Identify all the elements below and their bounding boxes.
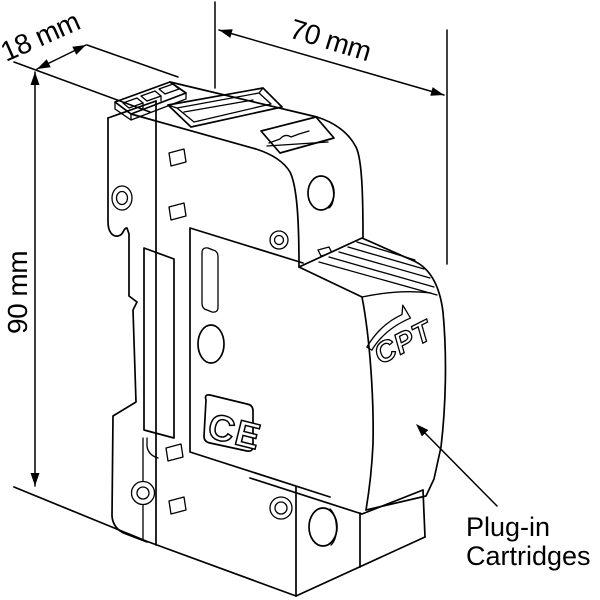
label-circle [197,324,225,364]
grille-window-2 [140,90,162,102]
din-slider-strip [143,247,175,439]
cpt-logo-swoosh [366,304,412,351]
dim90-arrowhead-top [30,72,40,85]
grille-window-3 [158,83,180,95]
plate-screw-hole-bottom-inner [136,486,150,500]
ce-plate [203,394,254,452]
top-slot-wavy-line [268,130,310,144]
callout-plug-in-cartridges: Plug-in Cartridges [416,424,591,571]
top-face [130,81,364,268]
ce-mark-text: CE [204,405,266,458]
label-panel-edges [189,227,331,498]
base-top-right-edge [361,489,424,515]
bottom-left-edge [13,486,297,597]
plate-screw-hole-bottom [130,480,156,506]
cartridge-rib-1 [356,241,416,261]
front-mark-1 [168,148,187,167]
dim90-arrowhead-bottom [30,473,40,486]
base-side-hole [308,507,338,547]
terminal-opening-inner [167,87,272,123]
callout-label-line2: Cartridges [466,541,591,571]
cartridge-rib-5 [318,261,438,296]
label-slot [201,247,219,313]
dim18-extension-line-b [86,44,179,78]
dimension-18mm: 18 mm [0,5,179,113]
din-rail-plate [107,100,157,546]
top-slot-inner-edge [266,141,329,147]
base-top-edge [249,477,363,515]
front-screw-upper [269,230,289,250]
dim18-arrowhead-right [72,45,86,55]
callout-arrowhead [416,424,429,437]
din-slider-lower-tab [146,437,159,459]
dim70-line [218,29,445,96]
dim70-arrowhead-left [219,29,233,38]
base-right-edge [422,489,426,538]
front-mark-3 [165,443,184,462]
terminal-opening-outer [167,87,283,128]
front-face: CE [143,148,331,520]
cartridge-rib-2 [347,246,425,270]
front-screw-lower-inner [274,501,288,515]
cartridge-silhouette [298,237,447,511]
dim70-label: 70 mm [286,13,375,67]
plate-screw-hole-top [111,185,133,211]
front-mark-2 [168,202,187,221]
callout-leader-line [419,427,498,507]
plate-top-edge [107,100,157,119]
ce-mark: CE [203,404,267,458]
dim18-arrowhead-left [37,59,51,69]
dim18-extension-line-a [13,61,151,113]
top-back-edge-and-right-corner [169,81,364,239]
callout-label-line1: Plug-in [466,512,550,542]
upper-right-face [307,175,335,261]
plate-left-profile [107,117,148,543]
front-screw-upper-inner [273,234,285,246]
plate-screw-hole-top-inner [115,190,129,206]
dim18-label: 18 mm [0,5,84,67]
top-vent-grille [114,81,187,121]
grille-thickness-edges [114,92,187,121]
cartridge-rib-3 [338,251,431,279]
front-screw-lower [269,496,293,520]
dimension-90mm: 90 mm [2,71,40,487]
cartridge-face-top-edge [361,291,432,298]
top-front-edge-and-right-shoulder [130,113,300,268]
cartridge-rib-4 [328,256,435,288]
dim70-arrowhead-right [430,87,444,96]
base-side-hole-lip [329,508,338,546]
side-hole-upper-lip [326,177,335,209]
plug-in-cartridge: CPT [298,237,447,511]
base-block [13,477,426,597]
front-mark-4 [168,496,187,515]
dimension-70mm: 70 mm [214,1,448,265]
dim90-label: 90 mm [2,251,33,334]
